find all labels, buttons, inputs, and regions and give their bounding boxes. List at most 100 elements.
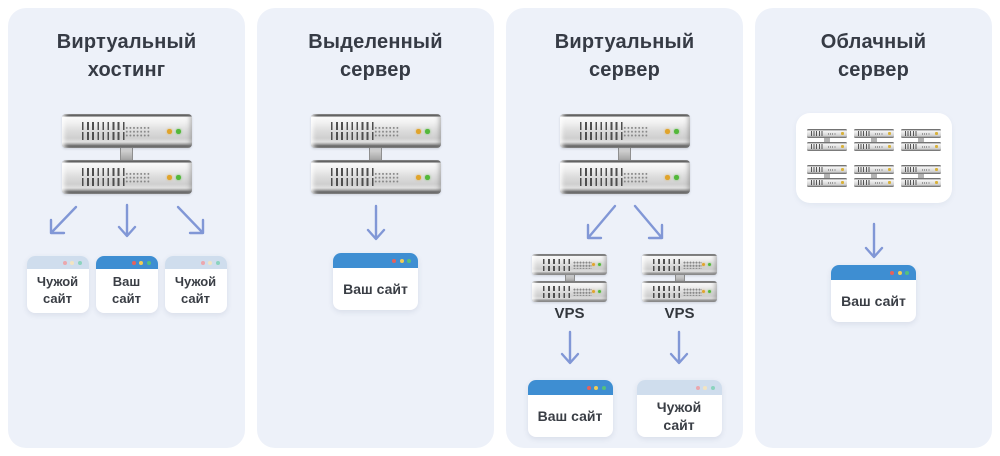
led-yellow: [935, 181, 938, 184]
led-yellow: [841, 132, 844, 135]
led-yellow: [591, 263, 595, 267]
window-dot-icon: [601, 385, 606, 390]
server-unit: [532, 254, 607, 275]
led-green: [707, 290, 711, 294]
led-green: [597, 263, 601, 267]
site-window-yours: Ваш сайт: [333, 253, 418, 310]
server-vent: [904, 167, 918, 172]
server-perforation: [921, 169, 930, 171]
site-window-other: Чужой сайт: [26, 256, 89, 313]
server-unit: [806, 165, 847, 174]
server-unit: [853, 178, 894, 187]
vps-label: VPS: [554, 305, 585, 322]
window-titlebar: [831, 265, 916, 280]
arrow-down-right-icon: [633, 204, 663, 240]
arrow-down-icon: [366, 204, 385, 241]
server-unit: [61, 114, 192, 148]
server-vent: [904, 144, 918, 149]
led-yellow: [591, 290, 595, 294]
server-unit: [642, 254, 717, 275]
server-perforation: [573, 261, 592, 269]
server-perforation: [921, 182, 930, 184]
vps-label: VPS: [664, 305, 695, 322]
window-dot-icon: [710, 385, 715, 390]
server-connector: [823, 174, 830, 178]
server-perforation: [874, 133, 883, 135]
panel-title: Выделенный сервер: [308, 31, 443, 81]
arrow-down-left-icon: [49, 205, 77, 235]
panel-title: Виртуальный сервер: [554, 31, 695, 81]
cloud-server-stack: [806, 165, 847, 187]
server-unit: [559, 160, 690, 194]
server-connector: [564, 275, 575, 281]
led-yellow: [935, 168, 938, 171]
window-dot-icon: [139, 260, 143, 265]
server-unit: [642, 281, 717, 302]
led-yellow: [888, 132, 891, 135]
window-titlebar: [26, 256, 89, 269]
server-vent: [810, 167, 824, 172]
server-unit: [806, 178, 847, 187]
server-perforation: [622, 172, 648, 183]
server-connector: [917, 174, 924, 178]
vps-server-stack: [532, 254, 607, 302]
site-label: Чужой сайт: [656, 398, 702, 433]
server-vent: [81, 167, 126, 187]
server-perforation: [683, 261, 702, 269]
led-yellow: [167, 129, 172, 134]
server-unit: [900, 178, 941, 187]
window-dot-icon: [897, 270, 902, 275]
server-unit: [310, 114, 441, 148]
server-perforation: [827, 182, 836, 184]
server-unit: [853, 142, 894, 151]
led-yellow: [841, 181, 844, 184]
led-yellow: [841, 145, 844, 148]
led-green: [425, 129, 430, 134]
led-yellow: [888, 181, 891, 184]
led-yellow: [935, 132, 938, 135]
server-perforation: [874, 146, 883, 148]
led-yellow: [701, 290, 705, 294]
led-yellow: [701, 263, 705, 267]
cloud-server-stack: [853, 129, 894, 151]
server-unit: [532, 281, 607, 302]
server-connector: [870, 138, 877, 142]
server-unit: [900, 165, 941, 174]
led-yellow: [665, 129, 670, 134]
server-connector: [618, 148, 631, 160]
arrow-down-icon: [560, 330, 580, 365]
server-vent: [543, 258, 570, 271]
server-unit: [900, 129, 941, 138]
site-label: Ваш сайт: [343, 280, 408, 297]
cloud-cluster-box: [795, 113, 952, 203]
panel-cloud-server: Облачный сервер: [755, 8, 992, 448]
server-perforation: [124, 126, 150, 137]
window-titlebar: [636, 380, 722, 395]
server-perforation: [683, 288, 702, 296]
server-vent: [81, 121, 126, 141]
cloud-server-stack: [900, 165, 941, 187]
window-dot-icon: [70, 260, 74, 265]
server-stack: [310, 114, 441, 194]
arrow-down-icon: [669, 330, 689, 365]
led-green: [674, 175, 679, 180]
server-unit: [806, 129, 847, 138]
server-perforation: [921, 146, 930, 148]
window-dot-icon: [208, 260, 212, 265]
led-yellow: [167, 175, 172, 180]
arrow-down-icon: [117, 203, 136, 238]
server-unit: [900, 142, 941, 151]
server-perforation: [124, 172, 150, 183]
panel-virtual-server: Виртуальный сервер: [506, 8, 743, 448]
server-perforation: [874, 169, 883, 171]
site-label: Чужой сайт: [174, 274, 217, 306]
server-perforation: [373, 172, 399, 183]
server-perforation: [874, 182, 883, 184]
server-vent: [810, 180, 824, 185]
site-window-other: Чужой сайт: [636, 380, 722, 437]
panel-title: Облачный сервер: [820, 31, 927, 81]
panel-title: Виртуальный хостинг: [56, 31, 197, 81]
arrow-down-right-icon: [176, 205, 204, 235]
window-dot-icon: [200, 260, 205, 265]
